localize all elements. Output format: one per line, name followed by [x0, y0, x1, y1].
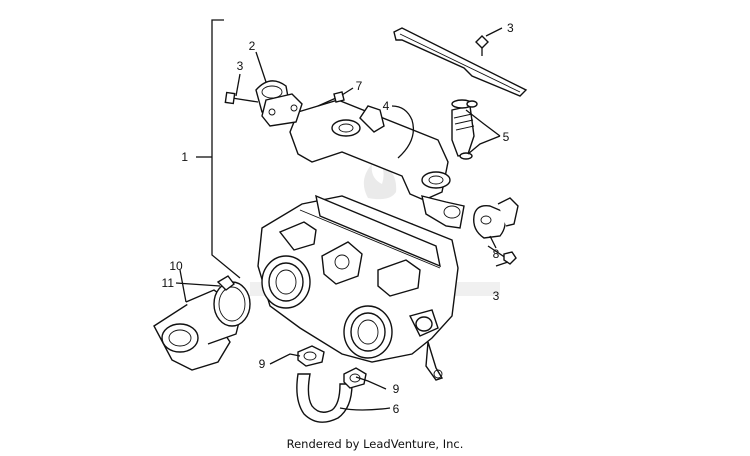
callout-11: 11 — [162, 276, 175, 290]
callout-3-right: 3 — [493, 289, 500, 303]
mounting-bracket — [393, 27, 528, 97]
callout-labels: 1 2 3 3 3 4 5 6 7 8 9 9 10 11 — [162, 21, 514, 416]
throttle-body — [257, 194, 459, 381]
intake-boot — [153, 289, 243, 371]
hose-clamp-small-left — [297, 345, 325, 367]
throttle-sensor — [473, 197, 519, 239]
callout-3-left: 3 — [237, 59, 244, 73]
callout-3-top-right: 3 — [507, 21, 514, 35]
callout-1-bracket — [196, 19, 241, 279]
fuel-injector — [451, 99, 478, 160]
screw-top-right — [475, 35, 489, 56]
hose-clamp-small-right — [343, 367, 367, 389]
pressure-regulator — [255, 80, 303, 127]
callout-4: 4 — [383, 99, 390, 113]
callout-10: 10 — [169, 259, 183, 273]
screw-7 — [317, 91, 345, 107]
callout-8: 8 — [493, 247, 500, 261]
callout-6: 6 — [393, 402, 400, 416]
screw-right — [487, 245, 517, 265]
footer-credit: Rendered by LeadVenture, Inc. — [286, 437, 464, 451]
callout-9-right: 9 — [393, 382, 400, 396]
fuel-rail — [289, 99, 465, 229]
leader-lines — [175, 27, 509, 411]
hose-clamp — [213, 275, 251, 327]
coolant-hose — [296, 373, 353, 423]
callout-2: 2 — [249, 39, 256, 53]
screw-left — [224, 91, 259, 105]
callout-5: 5 — [503, 130, 510, 144]
callout-7: 7 — [356, 79, 363, 93]
callout-1: 1 — [181, 150, 188, 164]
callout-9-left: 9 — [259, 357, 266, 371]
